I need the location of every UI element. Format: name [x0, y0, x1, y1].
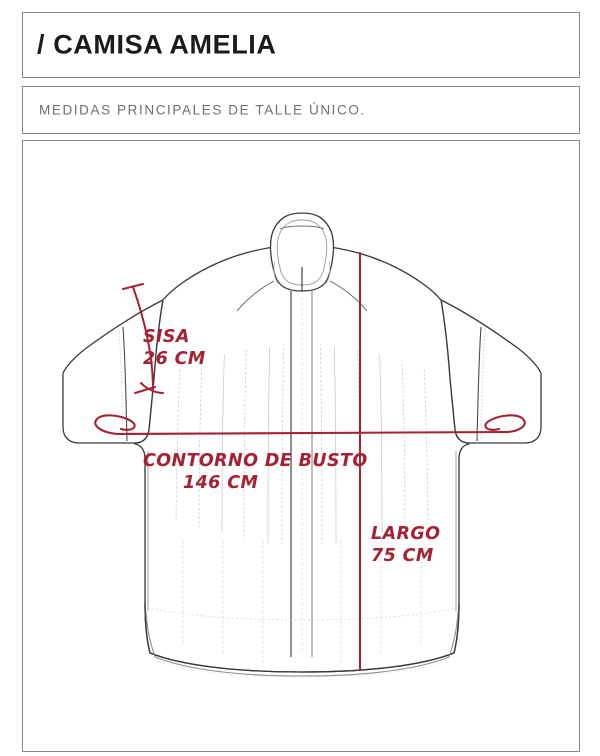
- left-sleeve: [62, 299, 164, 444]
- neckline-seam: [236, 280, 368, 312]
- hem: [144, 602, 460, 678]
- largo-label: LARGO: [371, 524, 440, 544]
- page-subtitle: MEDIDAS PRINCIPALES DE TALLE ÚNICO.: [39, 102, 366, 118]
- measurement-largo: LARGO 75 CM: [359, 252, 440, 670]
- center-front-placket: [290, 291, 313, 657]
- contorno-de-busto-label: CONTORNO DE BUSTO: [143, 451, 368, 471]
- largo-value: 75 CM: [371, 546, 434, 566]
- side-seams: [147, 451, 457, 611]
- mandarin-collar: [269, 212, 335, 292]
- sisa-value: 26 CM: [143, 349, 206, 369]
- subtitle-panel: MEDIDAS PRINCIPALES DE TALLE ÚNICO.: [22, 86, 580, 134]
- garment-flat-sketch: SISA 26 CM CONTORNO DE BUSTO 146 CM LARG…: [62, 212, 542, 678]
- sisa-label: SISA: [143, 327, 190, 347]
- title-panel: / CAMISA AMELIA: [22, 12, 580, 78]
- body-drape-lines: [175, 345, 429, 546]
- contorno-de-busto-value: 146 CM: [183, 473, 258, 493]
- lower-fold-lines: [182, 540, 422, 664]
- page-title: / CAMISA AMELIA: [37, 29, 277, 60]
- measurement-sisa: SISA 26 CM: [122, 283, 206, 394]
- figure-panel: SISA 26 CM CONTORNO DE BUSTO 146 CM LARG…: [22, 140, 580, 752]
- right-sleeve: [440, 299, 542, 444]
- measurement-contorno-de-busto: CONTORNO DE BUSTO 146 CM: [94, 414, 526, 493]
